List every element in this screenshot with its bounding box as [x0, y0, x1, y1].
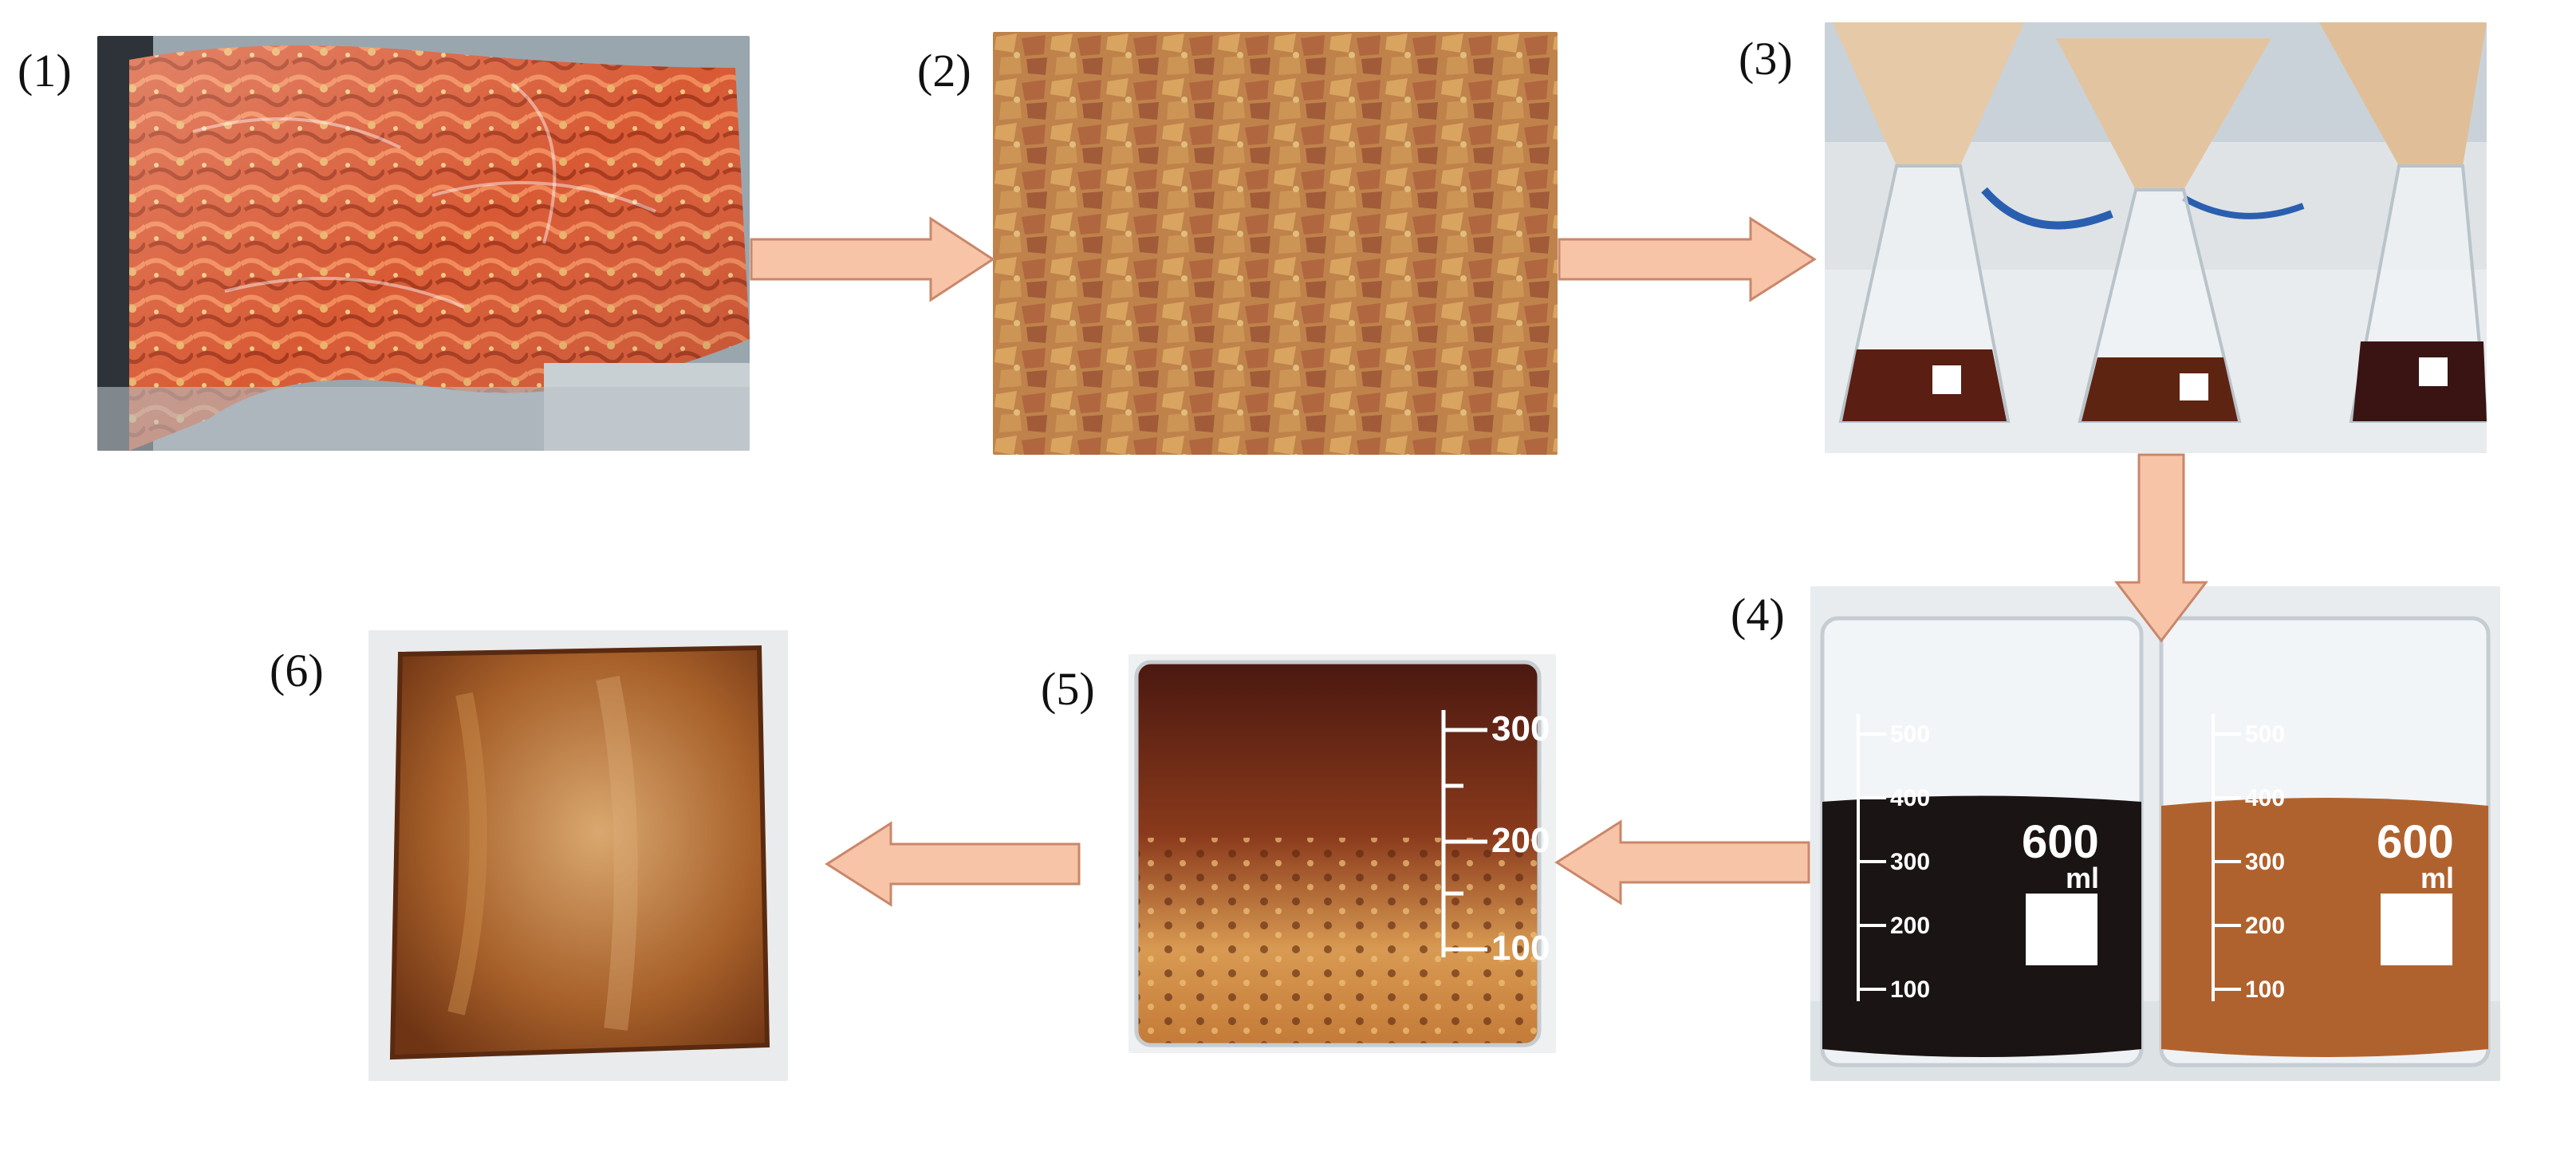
photo-step-3-filtration-flasks: [1825, 22, 2487, 453]
arrow-2-to-3: [1558, 216, 1817, 302]
arrow-4-to-5: [1554, 819, 1810, 905]
beaker-5-mark-200: 200: [1491, 821, 1550, 860]
arrow-5-to-6: [825, 821, 1081, 907]
beaker-4a-mark-200: 200: [1890, 913, 1930, 939]
step-6-label: (6): [270, 645, 324, 696]
beaker-4a-mark-300: 300: [1890, 849, 1930, 875]
beaker-4a-mark-400: 400: [1890, 785, 1930, 811]
beaker-4b-mark-300: 300: [2245, 849, 2285, 875]
beaker-4b-unit: ml: [2420, 862, 2454, 894]
beaker-5-mark-300: 300: [1491, 709, 1550, 748]
arrow-3-to-4: [2113, 453, 2209, 643]
beaker-4a-mark-100: 100: [1890, 976, 1930, 1003]
step-3-label: (3): [1739, 33, 1793, 85]
beaker-4b-mark-400: 400: [2245, 785, 2285, 811]
beaker-4a-mark-500: 500: [1890, 721, 1930, 748]
beaker-4b-mark-200: 200: [2245, 913, 2285, 939]
beaker-4b-mark-100: 100: [2245, 976, 2285, 1003]
photo-step-4-extract-beakers: 500 400 300 200 100 600 ml 500 400 300 2…: [1810, 586, 2500, 1081]
beaker-4a-capacity: 600: [2022, 816, 2099, 868]
beaker-4b-mark-500: 500: [2245, 721, 2285, 748]
step-2-label: (2): [917, 45, 971, 97]
beaker-5-mark-100: 100: [1491, 929, 1550, 968]
photo-step-1-bagged-raw-material: [97, 36, 750, 451]
beaker-4a-unit: ml: [2066, 862, 2099, 894]
photo-step-5-mixture-beaker: 300 200 100: [1128, 654, 1556, 1053]
beaker-4b-capacity: 600: [2377, 816, 2454, 868]
arrow-1-to-2: [750, 216, 995, 302]
step-1-label: (1): [18, 45, 72, 97]
photo-step-2-dried-flakes: [993, 32, 1558, 455]
step-5-label: (5): [1041, 663, 1095, 715]
photo-step-6-dried-film: [368, 630, 788, 1081]
step-4-label: (4): [1731, 589, 1785, 641]
